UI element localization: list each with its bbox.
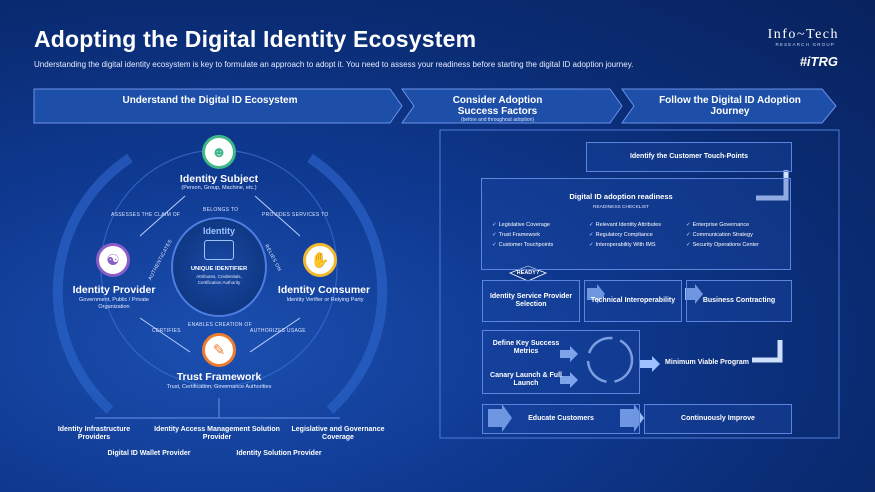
readiness-title: Digital ID adoption readiness (569, 192, 673, 201)
contracting-box: Business Contracting (686, 280, 792, 322)
band-arrow-1 (33, 88, 403, 124)
assess-arrow (139, 195, 186, 237)
arrow-right-1 (587, 284, 605, 304)
ready-label: READY? (516, 270, 540, 276)
check-icon: ✓ (492, 222, 497, 228)
cycle-icon (586, 336, 634, 384)
center-id-label: UNIQUE IDENTIFIER (190, 266, 248, 272)
brand-badge: #iTRG (799, 54, 838, 69)
check-icon: ✓ (492, 232, 497, 238)
bottom-item-legislative: Legislative and Governance Coverage (291, 426, 385, 441)
outer-arc-right (307, 153, 388, 414)
bottom-item-wallet: Digital ID Wallet Provider (107, 450, 191, 457)
band-2-note: (before and throughout adoption) (460, 117, 535, 123)
band-arrow-3 (621, 88, 837, 124)
provider-sub: Government, Public / Private Organizatio… (78, 297, 149, 310)
group-icon: ☯ (96, 243, 130, 277)
edge-authorizes: AUTHORIZES USAGE (250, 328, 306, 334)
check-item: ✓Relevant Identity Attributes (589, 222, 662, 228)
check-item: ✓Regulatory Compliance (589, 232, 653, 238)
check-icon: ✓ (686, 222, 691, 228)
brand-subtitle: RESEARCH GROUP (775, 42, 835, 47)
check-icon: ✓ (589, 222, 594, 228)
identity-center (171, 217, 267, 317)
brand-logo: Info~Tech (767, 27, 839, 42)
interoperability-box: Technical Interoperability (584, 280, 682, 322)
band-arrow-2 (401, 88, 623, 124)
band-3-label: Follow the Digital ID Adoption Journey (659, 95, 801, 117)
id-card-icon (204, 240, 234, 260)
center-title: Identity (202, 226, 235, 236)
check-item: ✓Security Operations Center (686, 242, 759, 248)
check-item: ✓Communication Strategy (686, 232, 753, 238)
check-item: ✓Legislative Coverage (492, 222, 550, 228)
bottom-item-infrastructure: Identity Infrastructure Providers (57, 426, 131, 441)
authorize-arrow (249, 317, 301, 353)
arrow-right-5 (640, 356, 660, 372)
certify-arrow (139, 317, 191, 353)
check-icon: ✓ (589, 232, 594, 238)
framework-sub: Trust, Certification, Governance Authori… (166, 384, 272, 390)
bottom-item-solution: Identity Solution Provider (236, 450, 322, 457)
check-item: ✓Customer Touchpoints (492, 242, 554, 248)
edge-belongs-to: BELONGS TO (203, 207, 239, 213)
arrow-right-7 (620, 404, 644, 432)
check-icon: ✓ (589, 242, 594, 248)
educate-box: Educate Customers (482, 404, 640, 434)
page-subtitle: Understanding the digital identity ecosy… (34, 60, 634, 69)
center-id-sub: Attributes, Credentials, Certification A… (196, 274, 242, 285)
check-item: ✓Enterprise Governance (686, 222, 750, 228)
outer-arc-left (52, 153, 133, 414)
edge-enables-creation: ENABLES CREATION OF (188, 322, 252, 328)
mvp-label: Minimum Viable Program (665, 359, 749, 366)
return-arrow-2 (752, 340, 783, 363)
arrow-right-2 (685, 284, 703, 304)
edge-provides: PROVIDES SERVICES TO (262, 212, 329, 218)
person-icon: ☻ (202, 135, 236, 169)
page-title: Adopting the Digital Identity Ecosystem (34, 26, 477, 52)
document-icon: ✎ (202, 333, 236, 367)
subject-title: Identity Subject (179, 173, 259, 185)
edge-assesses: ASSESSES THE CLAIM OF (111, 212, 181, 218)
arrow-right-4 (560, 372, 578, 388)
handshake-icon: ✋ (303, 243, 337, 277)
check-item: ✓Trust Framework (492, 232, 540, 238)
consumer-title: Identity Consumer (277, 284, 371, 296)
readiness-sub: READINESS CHECKLIST (593, 205, 649, 210)
readiness-box (481, 178, 791, 270)
check-icon: ✓ (686, 232, 691, 238)
subject-sub: (Person, Group, Machine, etc.) (181, 185, 257, 191)
check-item: ✓Interoperability With IMS (589, 242, 656, 248)
check-icon: ✓ (492, 242, 497, 248)
return-arrow-1 (756, 170, 789, 201)
band-1-label: Understand the Digital ID Ecosystem (122, 95, 298, 106)
consumer-sub: Identity Verifier or Relying Party (286, 297, 364, 303)
provider-selection-box: Identity Service Provider Selection (482, 280, 580, 322)
arrow-right-3 (560, 346, 578, 362)
improve-box: Continuously Improve (644, 404, 792, 434)
touchpoints-box: Identify the Customer Touch-Points (586, 142, 792, 172)
check-icon: ✓ (686, 242, 691, 248)
journey-panel (439, 129, 840, 439)
bottom-item-iam: Identity Access Management Solution Prov… (154, 426, 280, 441)
arrow-right-6 (488, 404, 512, 432)
canary-label: Canary Launch & Full Launch (490, 372, 562, 387)
metrics-cycle-box (482, 330, 640, 394)
provider-title: Identity Provider (72, 284, 156, 296)
band-2-label: Consider Adoption Success Factors (452, 95, 543, 117)
provide-arrow (254, 195, 301, 237)
edge-certifies: CERTIFIES (152, 328, 181, 334)
framework-title: Trust Framework (176, 371, 262, 383)
metrics-label: Define Key Success Metrics (492, 340, 560, 355)
